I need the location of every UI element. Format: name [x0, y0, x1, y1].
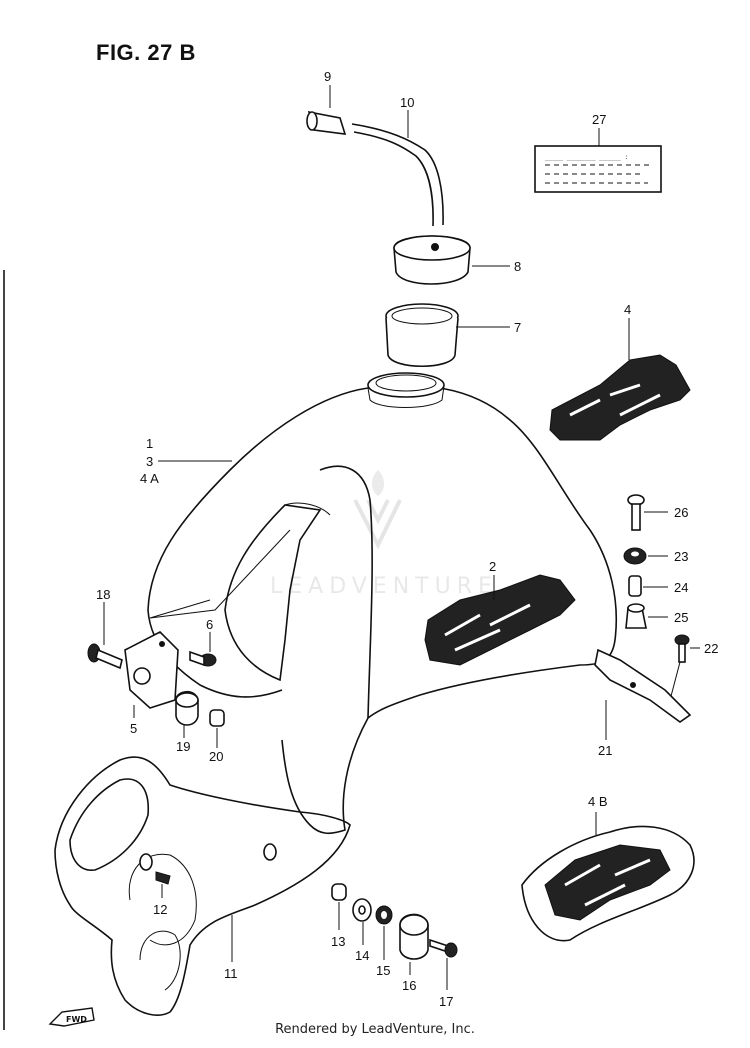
- part-label-4: 4: [624, 302, 631, 317]
- part-label-18: 18: [96, 587, 110, 602]
- part-label-23: 23: [674, 549, 688, 564]
- footer-credit: Rendered by LeadVenture, Inc.: [275, 1022, 475, 1037]
- tank-shroud-part: [54, 756, 351, 1016]
- decal-right-part: [549, 318, 691, 441]
- part-label-8: 8: [514, 259, 521, 274]
- breather-cap-part: [306, 85, 347, 135]
- part-label-3: 3: [146, 454, 153, 469]
- watermark-logo: LEADVENTURE: [270, 470, 498, 599]
- part-label-13: 13: [331, 934, 345, 949]
- decal-left-part: [424, 574, 576, 666]
- washer-14-part: [352, 898, 372, 945]
- bolt-22-part: [669, 634, 700, 701]
- bolt-18-part: [87, 602, 123, 670]
- bolt-17-part: [429, 938, 458, 990]
- collar-20-part: [209, 709, 225, 748]
- part-label-9: 9: [324, 69, 331, 84]
- part-label-17: 17: [439, 994, 453, 1009]
- watermark-text: LEADVENTURE: [270, 574, 498, 599]
- bolt-26-part: [627, 494, 668, 531]
- part-label-14: 14: [355, 948, 369, 963]
- part-label-2: 2: [489, 559, 496, 574]
- cushion-23-part: [623, 547, 668, 565]
- part-label-25: 25: [674, 610, 688, 625]
- fwd-label: FWD: [66, 1015, 87, 1024]
- screw-12-part: [155, 871, 171, 898]
- breather-hose-part: [351, 110, 444, 227]
- part-label-26: 26: [674, 505, 688, 520]
- figure-title: FIG. 27 B: [96, 40, 196, 65]
- cushion-15-part: [375, 905, 393, 960]
- part-label-5: 5: [130, 721, 137, 736]
- fuel-cap-part: [393, 235, 510, 285]
- part-label-15: 15: [376, 963, 390, 978]
- part-label-24: 24: [674, 580, 688, 595]
- part-label-21: 21: [598, 743, 612, 758]
- cushion-25-part: [625, 603, 668, 629]
- part-label-16: 16: [402, 978, 416, 993]
- page-edge-rule: [3, 270, 5, 1030]
- part-label-19: 19: [176, 739, 190, 754]
- part-label-7: 7: [514, 320, 521, 335]
- collar-24-part: [628, 575, 668, 597]
- part-label-22: 22: [704, 641, 718, 656]
- part-label-12: 12: [153, 902, 167, 917]
- part-label-27: 27: [592, 112, 606, 127]
- forward-arrow-icon: FWD: [48, 1007, 95, 1027]
- caution-label-text: _____ ________ ______ :: [545, 154, 628, 161]
- part-label-6: 6: [206, 617, 213, 632]
- tank-bracket-5-part: [124, 631, 179, 718]
- cushion-19-part: [175, 690, 199, 738]
- part-label-4a: 4 A: [140, 471, 159, 486]
- collar-13-part: [331, 883, 347, 930]
- part-label-20: 20: [209, 749, 223, 764]
- caution-label-part: _____ ________ ______ :: [534, 128, 662, 193]
- cushion-16-part: [399, 913, 429, 975]
- decal-lower-part: [521, 812, 695, 942]
- part-label-11: 11: [224, 966, 238, 981]
- tank-bracket-part: [594, 648, 692, 740]
- fuel-strainer-part: [385, 303, 510, 368]
- fuel-tank-part: [147, 372, 618, 835]
- part-label-10: 10: [400, 95, 414, 110]
- bolt-6-part: [189, 632, 217, 667]
- part-label-4b: 4 B: [588, 794, 608, 809]
- part-label-1: 1: [146, 436, 153, 451]
